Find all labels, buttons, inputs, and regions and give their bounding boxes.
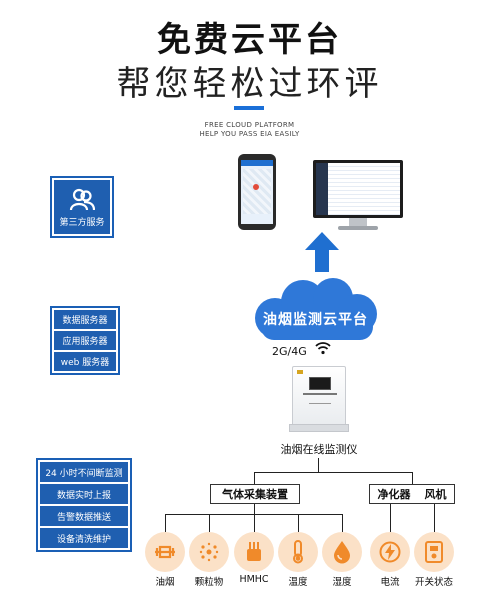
users-icon <box>69 188 95 210</box>
sensor-label-particulate: 颗粒物 <box>194 577 224 588</box>
device-base <box>289 424 349 432</box>
monitor-base <box>338 226 378 230</box>
feature-item-maintenance: 设备清洗维护 <box>40 528 128 548</box>
current-icon <box>370 532 410 572</box>
sensor-label-current: 电流 <box>380 577 400 588</box>
feature-item-realtime-report: 数据实时上报 <box>40 484 128 504</box>
tree-line <box>412 472 413 484</box>
tree-line <box>165 514 166 532</box>
tree-line <box>342 514 343 532</box>
server-list: 数据服务器 应用服务器 web 服务器 <box>50 306 120 375</box>
feature-item-alarm-push: 告警数据推送 <box>40 506 128 526</box>
feature-list: 24 小时不间断监测 数据实时上报 告警数据推送 设备清洗维护 <box>36 458 132 552</box>
sensor-label-hmhc: HMHC <box>239 574 269 585</box>
upload-arrow-icon <box>305 232 339 272</box>
monitor-device-image <box>292 366 346 426</box>
purifier-label: 净化器 <box>377 488 411 501</box>
tree-line <box>434 504 435 532</box>
server-item-data: 数据服务器 <box>54 310 116 329</box>
third-party-service-label: 第三方服务 <box>59 217 105 228</box>
thermometer-icon <box>278 532 318 572</box>
tree-line <box>318 458 319 472</box>
title-divider <box>234 106 264 110</box>
tree-line <box>390 504 391 532</box>
feature-item-monitoring: 24 小时不间断监测 <box>40 462 128 482</box>
fan-label: 风机 <box>424 488 447 501</box>
cloud-icon <box>255 278 377 340</box>
gas-collector-box: 气体采集装置 <box>210 484 300 504</box>
english-caption-line-2: HELP YOU PASS EIA EASILY <box>199 130 300 138</box>
network-label: 2G/4G <box>272 345 307 358</box>
monitor-stand <box>349 218 367 226</box>
server-item-web: web 服务器 <box>54 352 116 371</box>
sensor-label-switch-status: 开关状态 <box>414 577 453 588</box>
page-subtitle: 帮您轻松过环评 <box>116 64 383 104</box>
wifi-icon <box>315 342 331 355</box>
sensor-label-humidity: 湿度 <box>332 577 352 588</box>
tree-line <box>254 504 255 514</box>
tree-line <box>254 472 255 484</box>
particle-icon <box>189 532 229 572</box>
desktop-monitor-image <box>313 160 403 218</box>
tree-line <box>254 472 413 473</box>
page-title: 免费云平台 <box>157 20 342 60</box>
hmhc-icon <box>234 532 274 572</box>
sensor-label-oil-fume: 油烟 <box>155 577 175 588</box>
sensor-label-temperature: 温度 <box>288 577 308 588</box>
english-caption: FREE CLOUD PLATFORM HELP YOU PASS EIA EA… <box>0 121 499 139</box>
purifier-fan-box: 净化器 风机 <box>369 484 455 504</box>
tree-line <box>254 514 255 532</box>
gas-collector-label: 气体采集装置 <box>222 488 288 501</box>
cloud-platform-label: 油烟监测云平台 <box>263 312 368 328</box>
smartphone-image <box>238 154 276 230</box>
tree-line <box>298 514 299 532</box>
english-caption-line-1: FREE CLOUD PLATFORM <box>204 121 295 129</box>
tree-line <box>209 514 210 532</box>
device-label: 油烟在线监测仪 <box>280 443 358 456</box>
third-party-service-box: 第三方服务 <box>50 176 114 238</box>
pipe-icon <box>145 532 185 572</box>
humidity-icon <box>322 532 362 572</box>
server-item-app: 应用服务器 <box>54 331 116 350</box>
switch-icon <box>414 532 454 572</box>
